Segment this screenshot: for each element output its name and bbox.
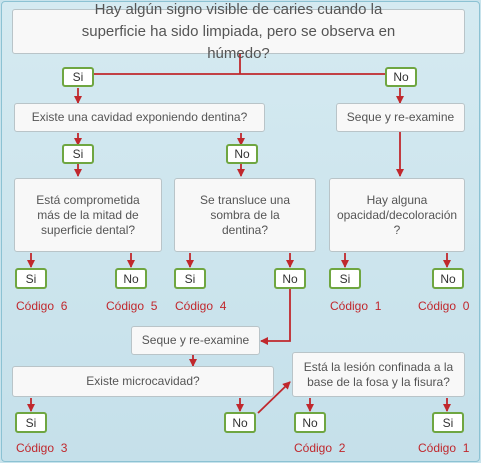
question-opacity: Hay alguna opacidad/decoloración ? — [329, 178, 465, 252]
answer-main-no: No — [385, 67, 417, 87]
code-6-label: Código 6 — [16, 299, 68, 313]
answer-micro-si: Si — [15, 412, 47, 433]
connector-main-split — [78, 54, 400, 75]
code-5-label: Código 5 — [106, 299, 158, 313]
code-2-label: Código 2 — [294, 441, 346, 455]
question-microcavity: Existe microcavidad? — [12, 366, 274, 397]
code-0-label: Código 0 — [418, 299, 470, 313]
code-4-label: Código 4 — [175, 299, 227, 313]
answer-cavity-no: No — [226, 144, 258, 164]
code-1-label-a: Código 1 — [330, 299, 382, 313]
question-cavity-dentin: Existe una cavidad exponiendo dentina? — [14, 103, 265, 132]
answer-half-no: No — [115, 268, 147, 289]
connector-no-to-confined — [257, 381, 291, 414]
answer-confined-si: Si — [432, 412, 464, 433]
question-dry-reexamine: Seque y re-examine — [336, 103, 465, 132]
answer-shadow-no: No — [274, 268, 306, 289]
answer-half-si: Si — [15, 268, 47, 289]
question-confined-lesion: Está la lesión confinada a la base de la… — [292, 352, 465, 397]
answer-opacity-no: No — [432, 268, 464, 289]
code-3-label: Código 3 — [16, 441, 68, 455]
answer-micro-no: No — [224, 412, 256, 433]
answer-cavity-si: Si — [62, 144, 94, 164]
answer-shadow-si: Si — [174, 268, 206, 289]
answer-main-si: Si — [62, 67, 94, 87]
answer-opacity-si: Si — [329, 268, 361, 289]
code-1-label-b: Código 1 — [418, 441, 470, 455]
question-half-surface: Está comprometida más de la mitad de sup… — [14, 178, 162, 252]
question-visible-caries: Hay algún signo visible de caries cuando… — [12, 1, 465, 62]
question-dentin-shadow: Se transluce una sombra de la dentina? — [174, 178, 316, 252]
answer-confined-no: No — [294, 412, 326, 433]
connector-no-to-dry2 — [260, 289, 291, 345]
question-dry-reexamine-2: Seque y re-examine — [131, 326, 260, 355]
